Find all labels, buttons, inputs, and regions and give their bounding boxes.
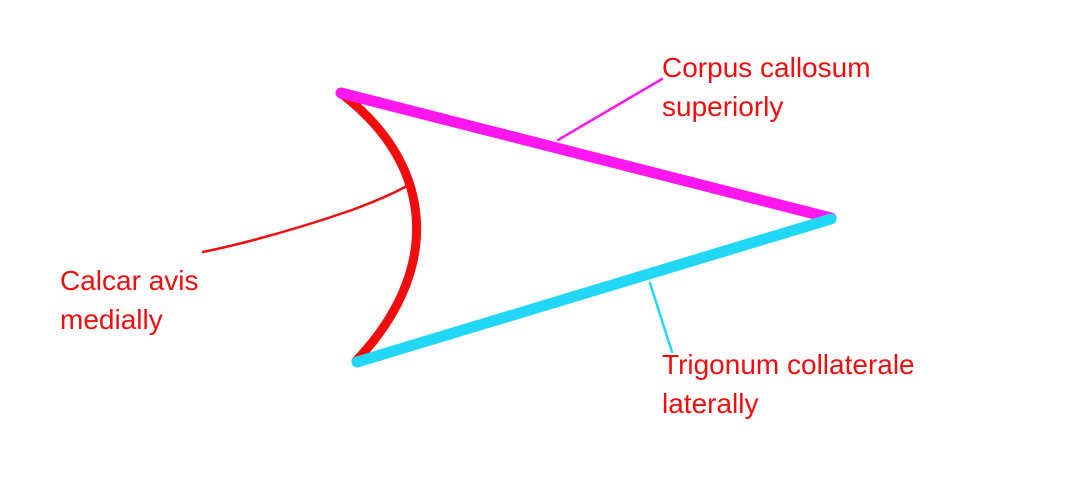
trigonum-collaterale-label-line1: Trigonum collaterale: [662, 349, 915, 380]
trigonum-collaterale-leader-line: [648, 281, 674, 354]
trigonum-collaterale-lateral-wall: [351, 213, 837, 368]
corpus-callosum-label-line2: superiorly: [662, 91, 784, 122]
calcar-avis-label-line2: medially: [60, 304, 163, 335]
corpus-callosum-label: Corpus callosum superiorly: [662, 48, 871, 126]
corpus-callosum-label-line1: Corpus callosum: [662, 52, 871, 83]
calcar-avis-leader-line: [201, 184, 409, 254]
calcar-avis-label: Calcar avis medially: [60, 261, 198, 339]
calcar-avis-medial-wall: [337, 89, 422, 366]
trigonum-collaterale-label: Trigonum collaterale laterally: [662, 345, 915, 423]
corpus-callosum-superior-wall: [335, 87, 837, 224]
calcar-avis-label-line1: Calcar avis: [60, 265, 199, 296]
corpus-callosum-leader-line: [556, 77, 664, 142]
trigonum-collaterale-label-line2: laterally: [662, 388, 759, 419]
